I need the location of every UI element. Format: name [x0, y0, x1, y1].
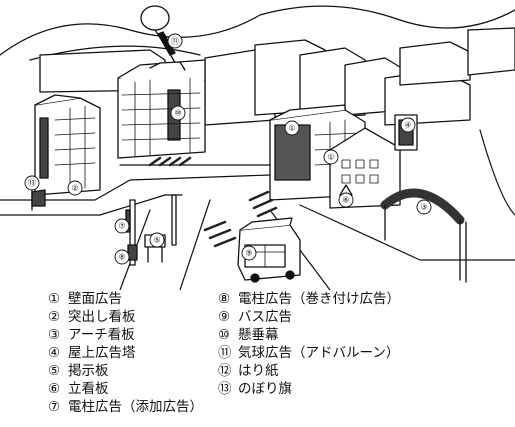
marker-1b: ①: [323, 149, 339, 165]
svg-text:①: ①: [288, 124, 295, 133]
svg-text:⑬: ⑬: [28, 179, 36, 188]
svg-text:⑨: ⑨: [245, 249, 252, 258]
crosswalks: [148, 156, 278, 248]
marker-7: ⑦: [114, 218, 130, 234]
marker-13: ⑬: [24, 175, 40, 191]
roads: [0, 129, 515, 290]
marker-2: ②: [67, 180, 83, 196]
number-markers: ① ① ② ③ ④ ⑤ ⑥ ⑦ ⑧ ⑨ ⑩ ⑪ ⑬: [24, 33, 432, 265]
hill-line: [0, 5, 515, 56]
svg-text:①: ①: [327, 153, 334, 162]
svg-text:⑥: ⑥: [342, 196, 349, 205]
center-building: [117, 59, 206, 159]
marker-1a: ①: [284, 120, 300, 136]
left-building: [34, 94, 101, 196]
marker-11: ⑪: [167, 33, 183, 49]
marker-9: ⑨: [241, 245, 257, 261]
marker-8: ⑧: [114, 249, 130, 265]
marker-3: ③: [416, 199, 432, 215]
marker-10: ⑩: [170, 105, 186, 121]
svg-text:③: ③: [420, 203, 427, 212]
marker-6: ⑥: [338, 192, 354, 208]
svg-text:⑩: ⑩: [174, 109, 181, 118]
svg-text:⑤: ⑤: [153, 236, 160, 245]
background-buildings: [39, 27, 515, 126]
svg-text:⑪: ⑪: [171, 37, 179, 46]
balloon: [140, 5, 179, 69]
marker-5: ⑤: [149, 232, 165, 248]
svg-text:②: ②: [71, 184, 78, 193]
marker-4: ④: [400, 117, 416, 133]
utility-poles: [125, 194, 183, 266]
street-illustration: ① ① ② ③ ④ ⑤ ⑥ ⑦ ⑧ ⑨ ⑩ ⑪ ⑬: [0, 5, 515, 290]
arch-sign: [380, 188, 467, 283]
svg-text:⑧: ⑧: [118, 253, 125, 262]
svg-text:④: ④: [404, 121, 411, 130]
svg-text:⑦: ⑦: [118, 222, 125, 231]
